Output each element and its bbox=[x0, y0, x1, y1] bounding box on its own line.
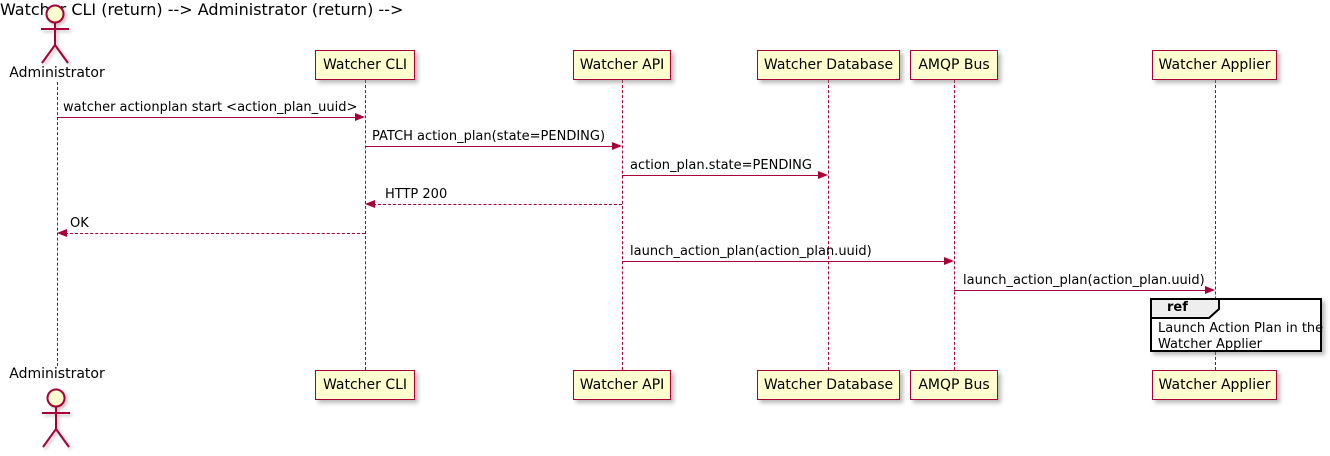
participant-label: Watcher Applier bbox=[1158, 377, 1271, 393]
participant-amqp-bus-bottom: AMQP Bus bbox=[910, 370, 998, 400]
participant-label: Watcher Database bbox=[763, 377, 894, 393]
message-text: PATCH action_plan(state=PENDING) bbox=[372, 129, 606, 144]
arrowhead-icon bbox=[612, 142, 622, 150]
participant-label: AMQP Bus bbox=[918, 377, 990, 393]
message-arrow bbox=[57, 117, 357, 118]
message-text: action_plan.state=PENDING bbox=[630, 158, 812, 173]
actor-administrator-figure-top bbox=[41, 4, 69, 64]
lifeline-watcher-applier bbox=[1215, 80, 1216, 370]
actor-administrator-figure-bottom bbox=[42, 388, 70, 448]
ref-text-line1: Launch Action Plan in the bbox=[1158, 321, 1324, 336]
participant-label: AMQP Bus bbox=[918, 57, 990, 73]
lifeline-watcher-cli bbox=[365, 80, 366, 370]
participant-watcher-database-top: Watcher Database bbox=[757, 50, 900, 80]
arrowhead-icon bbox=[355, 113, 365, 121]
message-text: launch_action_plan(action_plan.uuid) bbox=[630, 244, 872, 259]
ref-pentagon-icon bbox=[1150, 298, 1220, 319]
ref-text-line2: Watcher Applier bbox=[1158, 337, 1262, 352]
ref-text: Launch Action Plan in the Watcher Applie… bbox=[1158, 321, 1323, 353]
actor-administrator-label-bottom: Administrator bbox=[9, 366, 105, 382]
participant-label: Watcher API bbox=[579, 377, 665, 393]
participant-label: Watcher API bbox=[579, 57, 665, 73]
participant-watcher-api-top: Watcher API bbox=[573, 50, 671, 80]
lifeline-administrator bbox=[57, 82, 58, 366]
message-arrow bbox=[365, 146, 614, 147]
participant-label: Watcher Applier bbox=[1158, 57, 1271, 73]
message-text: launch_action_plan(action_plan.uuid) bbox=[963, 273, 1205, 288]
message-arrow bbox=[373, 204, 622, 205]
participant-watcher-cli-bottom: Watcher CLI bbox=[315, 370, 415, 400]
arrowhead-icon bbox=[818, 171, 828, 179]
participant-label: Watcher CLI bbox=[322, 377, 408, 393]
ref-fragment: ref Launch Action Plan in the Watcher Ap… bbox=[1150, 298, 1323, 353]
lifeline-watcher-database bbox=[828, 80, 829, 370]
participant-watcher-applier-top: Watcher Applier bbox=[1152, 50, 1277, 80]
arrowhead-icon bbox=[365, 200, 375, 208]
lifeline-amqp-bus bbox=[954, 80, 955, 370]
participant-watcher-api-bottom: Watcher API bbox=[573, 370, 671, 400]
participant-watcher-applier-bottom: Watcher Applier bbox=[1152, 370, 1277, 400]
participant-watcher-database-bottom: Watcher Database bbox=[757, 370, 900, 400]
actor-administrator-label-top: Administrator bbox=[9, 65, 105, 81]
arrowhead-icon bbox=[57, 229, 67, 237]
message-text: watcher actionplan start <action_plan_uu… bbox=[63, 100, 358, 115]
message-arrow bbox=[954, 290, 1207, 291]
arrowhead-icon bbox=[944, 257, 954, 265]
arrowhead-icon bbox=[1205, 286, 1215, 294]
participant-label: Watcher Database bbox=[763, 57, 894, 73]
message-text: HTTP 200 bbox=[385, 187, 448, 202]
message-arrow bbox=[622, 261, 946, 262]
message-arrow bbox=[622, 175, 820, 176]
message-text: OK bbox=[70, 216, 89, 231]
participant-label: Watcher CLI bbox=[322, 57, 408, 73]
message-arrow bbox=[65, 233, 365, 234]
lifeline-watcher-api bbox=[622, 80, 623, 370]
participant-amqp-bus-top: AMQP Bus bbox=[910, 50, 998, 80]
ref-keyword: ref bbox=[1167, 300, 1188, 315]
participant-watcher-cli-top: Watcher CLI bbox=[315, 50, 415, 80]
